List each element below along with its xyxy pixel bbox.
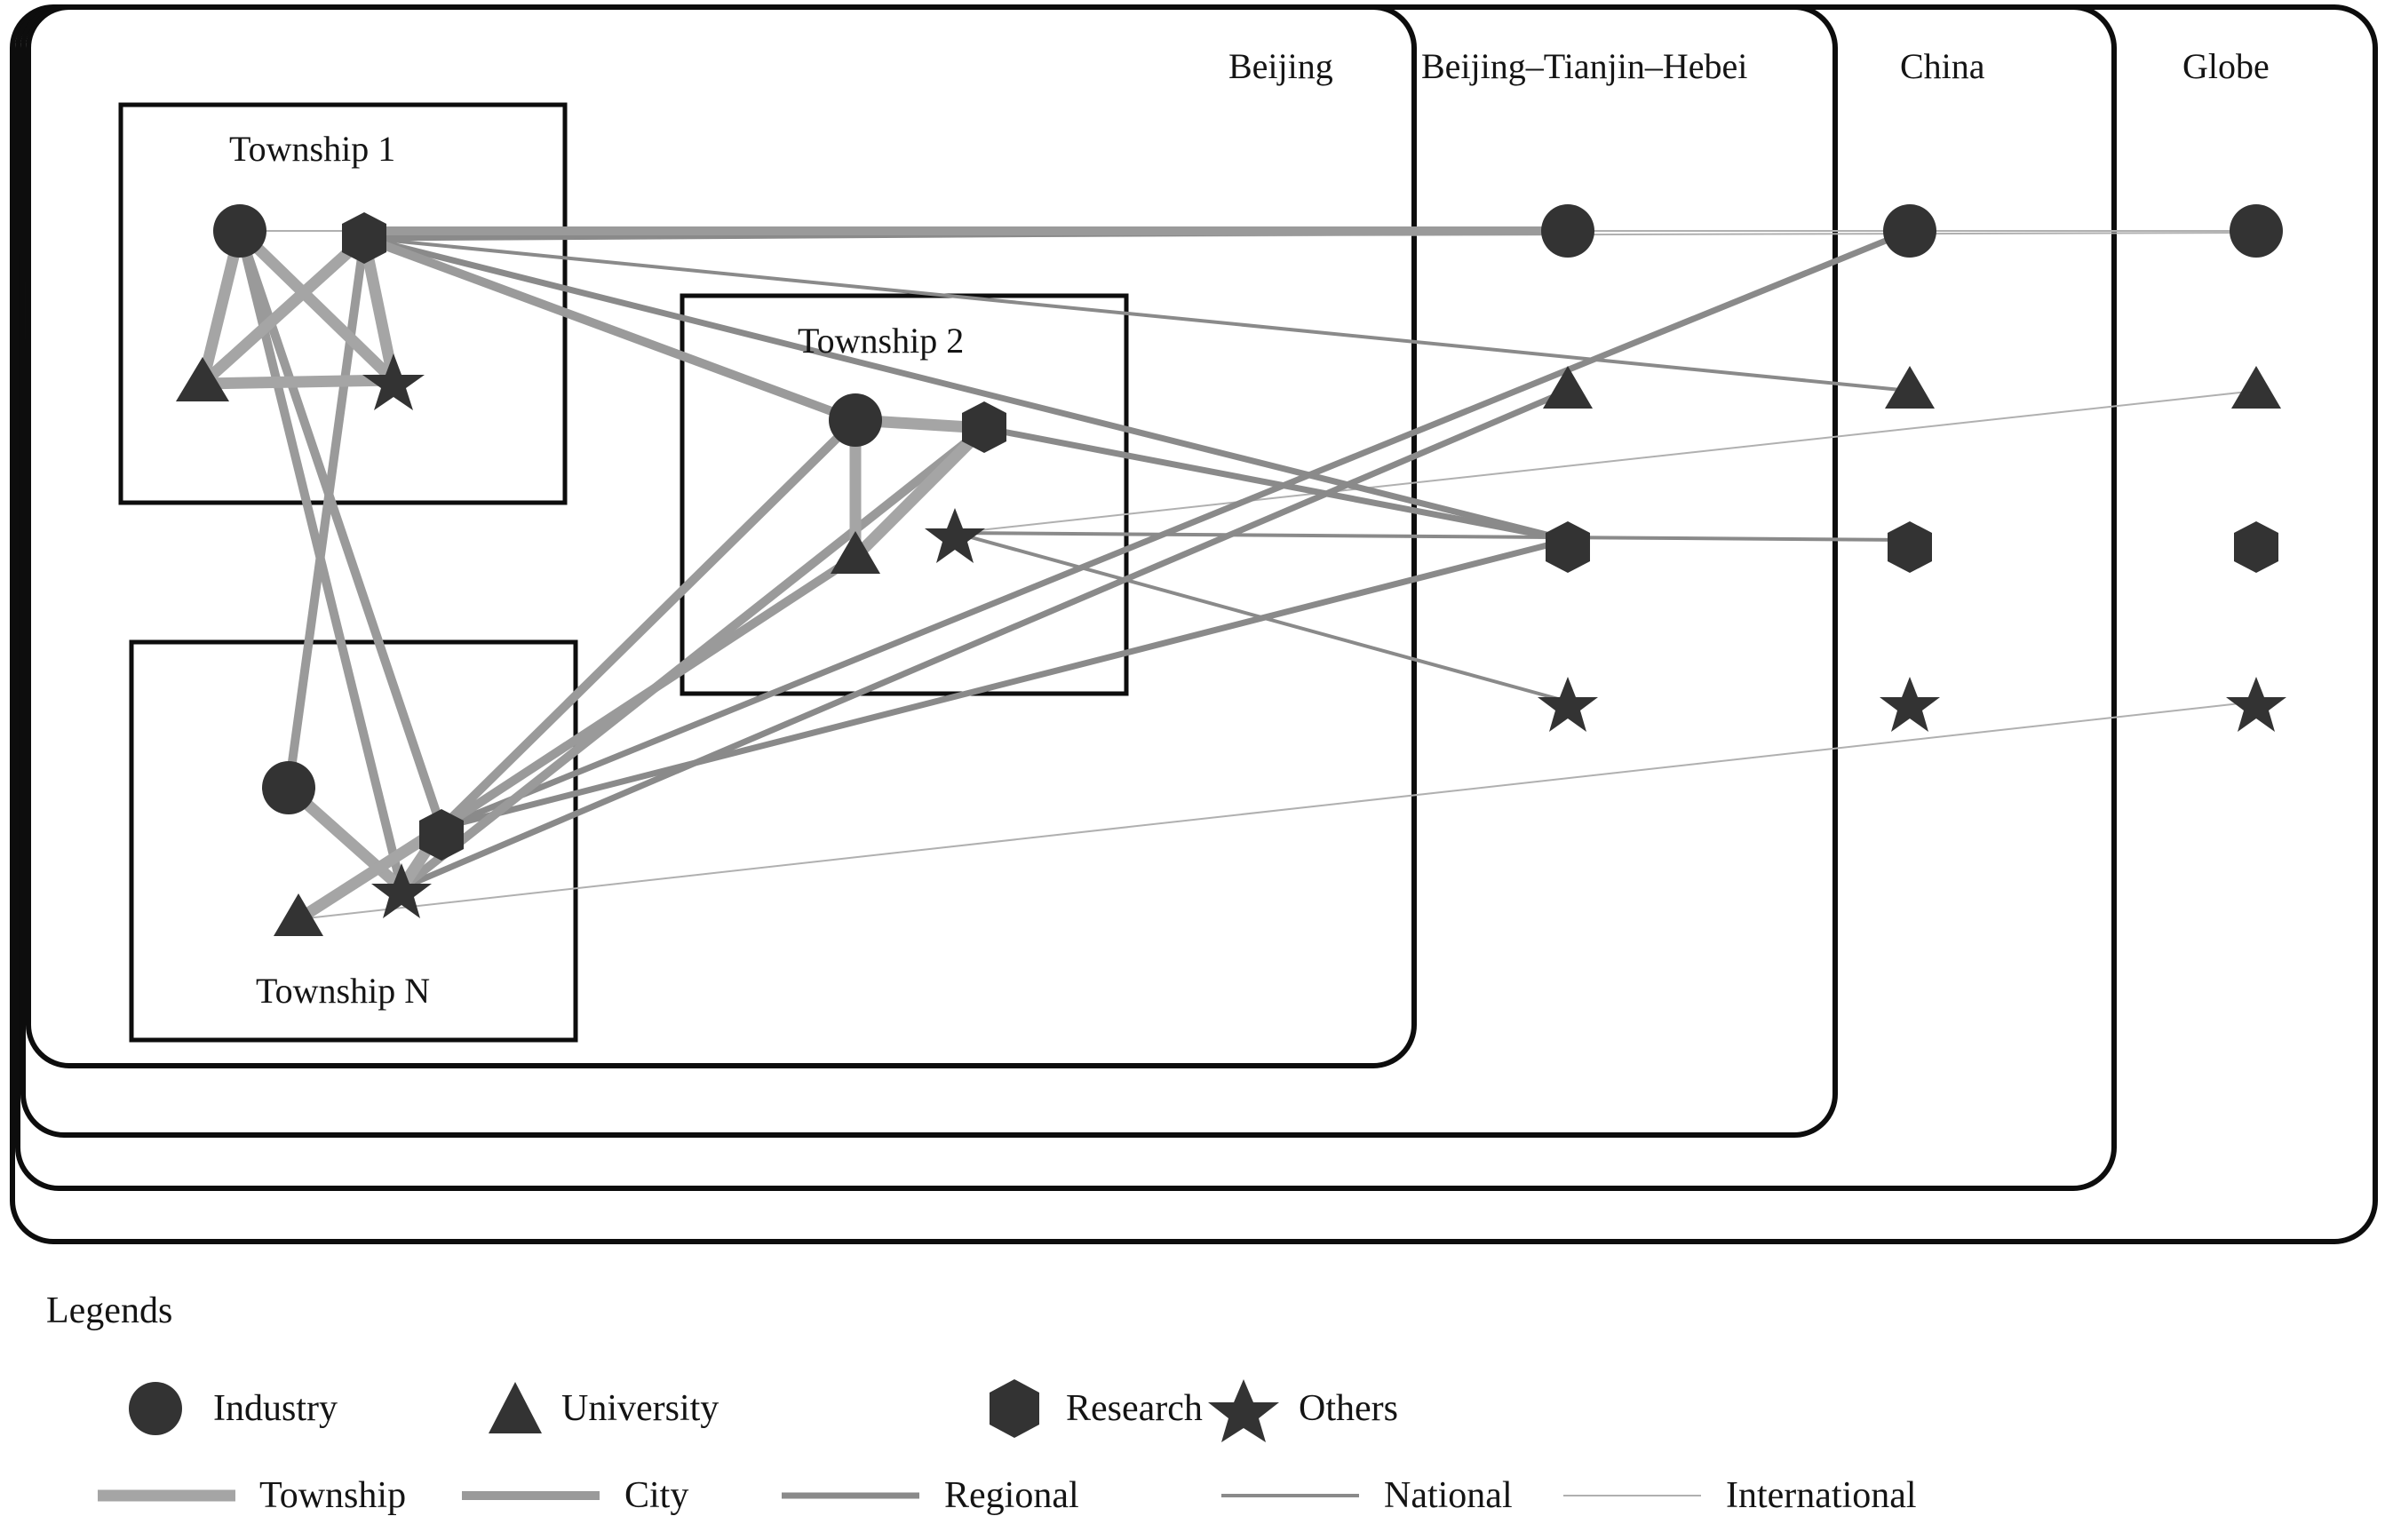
node-circle-icon-t1-industry[interactable]	[213, 204, 266, 258]
node-triangle-icon-t2-university[interactable]	[831, 531, 880, 574]
legend-triangle-icon	[489, 1382, 542, 1433]
edge-t2industry-tnresearch	[438, 417, 859, 831]
legend-circle-icon	[129, 1382, 182, 1435]
edge-t1research-t2industry	[362, 234, 857, 425]
node-star-icon-t1-others[interactable]	[362, 353, 425, 410]
township-1-nodes	[176, 204, 425, 410]
edge-tnresearch-bthresearch	[441, 536, 1569, 831]
township-label-2: Township 2	[798, 321, 965, 361]
node-hexagon-icon-china-research[interactable]	[1888, 521, 1932, 573]
edge-t1research-bthresearch	[363, 234, 1569, 544]
edge-t2research-tnothers	[398, 425, 988, 892]
node-hexagon-icon-t2-research[interactable]	[962, 401, 1006, 453]
edge-tnresearch-tnuniversity	[295, 822, 445, 925]
edge-t2others-chinaresearch	[954, 531, 1911, 542]
node-circle-icon-china-industry[interactable]	[1883, 204, 1936, 258]
township-label-1: Township 1	[229, 129, 396, 169]
legend-label-regional: Regional	[944, 1475, 1079, 1516]
edge-t1research-t1others	[358, 236, 400, 382]
legend-label-national: National	[1384, 1475, 1513, 1516]
edge-tnothers-bthuniversity	[400, 387, 1570, 892]
node-triangle-icon-bth-university[interactable]	[1543, 366, 1593, 409]
node-star-icon-china-others[interactable]	[1880, 677, 1940, 732]
scope-label-globe: Globe	[2182, 46, 2270, 86]
node-triangle-icon-china-university[interactable]	[1885, 366, 1935, 409]
node-hexagon-icon-t1-research[interactable]	[342, 212, 386, 264]
edge-tnuniversity-globeothers	[298, 701, 2257, 920]
edge-t1industry-tnresearch	[235, 229, 446, 830]
scope-label-bth: Beijing–Tianjin–Hebei	[1421, 46, 1748, 86]
node-hexagon-icon-globe-research[interactable]	[2234, 521, 2278, 573]
legend-label-township: Township	[259, 1475, 407, 1516]
edge-t2others-globeuniversity	[954, 390, 2257, 534]
node-hexagon-icon-tn-research[interactable]	[419, 809, 464, 861]
node-star-icon-bth-others[interactable]	[1538, 677, 1598, 732]
scope-label-beijing: Beijing	[1228, 46, 1333, 86]
node-circle-icon-tn-industry[interactable]	[262, 761, 315, 814]
edge-t1research-t1university	[198, 234, 369, 388]
node-triangle-icon-tn-university[interactable]	[274, 893, 323, 936]
legend-hexagon-icon	[990, 1379, 1039, 1438]
edge-t1industry-t1others	[235, 226, 398, 385]
node-star-icon-globe-others[interactable]	[2226, 677, 2286, 732]
legend-label-others: Others	[1299, 1388, 1398, 1429]
legend-label-university: University	[561, 1388, 719, 1429]
node-circle-icon-bth-industry[interactable]	[1541, 204, 1594, 258]
edges-township	[196, 226, 989, 925]
bth-nodes	[1538, 204, 1598, 732]
township-2-nodes	[829, 393, 1006, 574]
edges-city	[235, 229, 988, 892]
legend-shape-swatches	[129, 1379, 1279, 1442]
edge-t1research-chinauniversity	[363, 236, 1911, 393]
edge-t1research-tnindustry	[284, 237, 369, 789]
legend-star-icon	[1208, 1379, 1279, 1442]
legend-label-research: Research	[1066, 1388, 1203, 1429]
node-circle-icon-t2-industry[interactable]	[829, 393, 882, 447]
node-circle-icon-globe-industry[interactable]	[2230, 204, 2283, 258]
township-n-nodes	[262, 761, 464, 936]
globe-nodes	[2226, 204, 2286, 732]
legend-label-international: International	[1726, 1475, 1917, 1516]
scope-label-china: China	[1900, 46, 1985, 86]
node-hexagon-icon-bth-research[interactable]	[1546, 521, 1590, 573]
legend-title: Legends	[46, 1290, 173, 1331]
china-nodes	[1880, 204, 1940, 732]
township-label-n: Township N	[256, 971, 431, 1011]
node-star-icon-t2-others[interactable]	[925, 508, 985, 563]
edge-t1university-t1others	[202, 374, 394, 390]
node-triangle-icon-globe-university[interactable]	[2231, 366, 2281, 409]
edge-t2research-t2university	[851, 424, 989, 561]
node-triangle-icon-t1-university[interactable]	[176, 357, 229, 401]
township-box-1	[118, 102, 568, 505]
edge-t2research-bthresearch	[983, 425, 1569, 544]
legend-label-industry: Industry	[213, 1388, 338, 1429]
node-star-icon-tn-others[interactable]	[371, 863, 432, 918]
edge-tnresearch-chinaindustry	[440, 227, 1912, 831]
legend-label-city: City	[624, 1475, 689, 1516]
